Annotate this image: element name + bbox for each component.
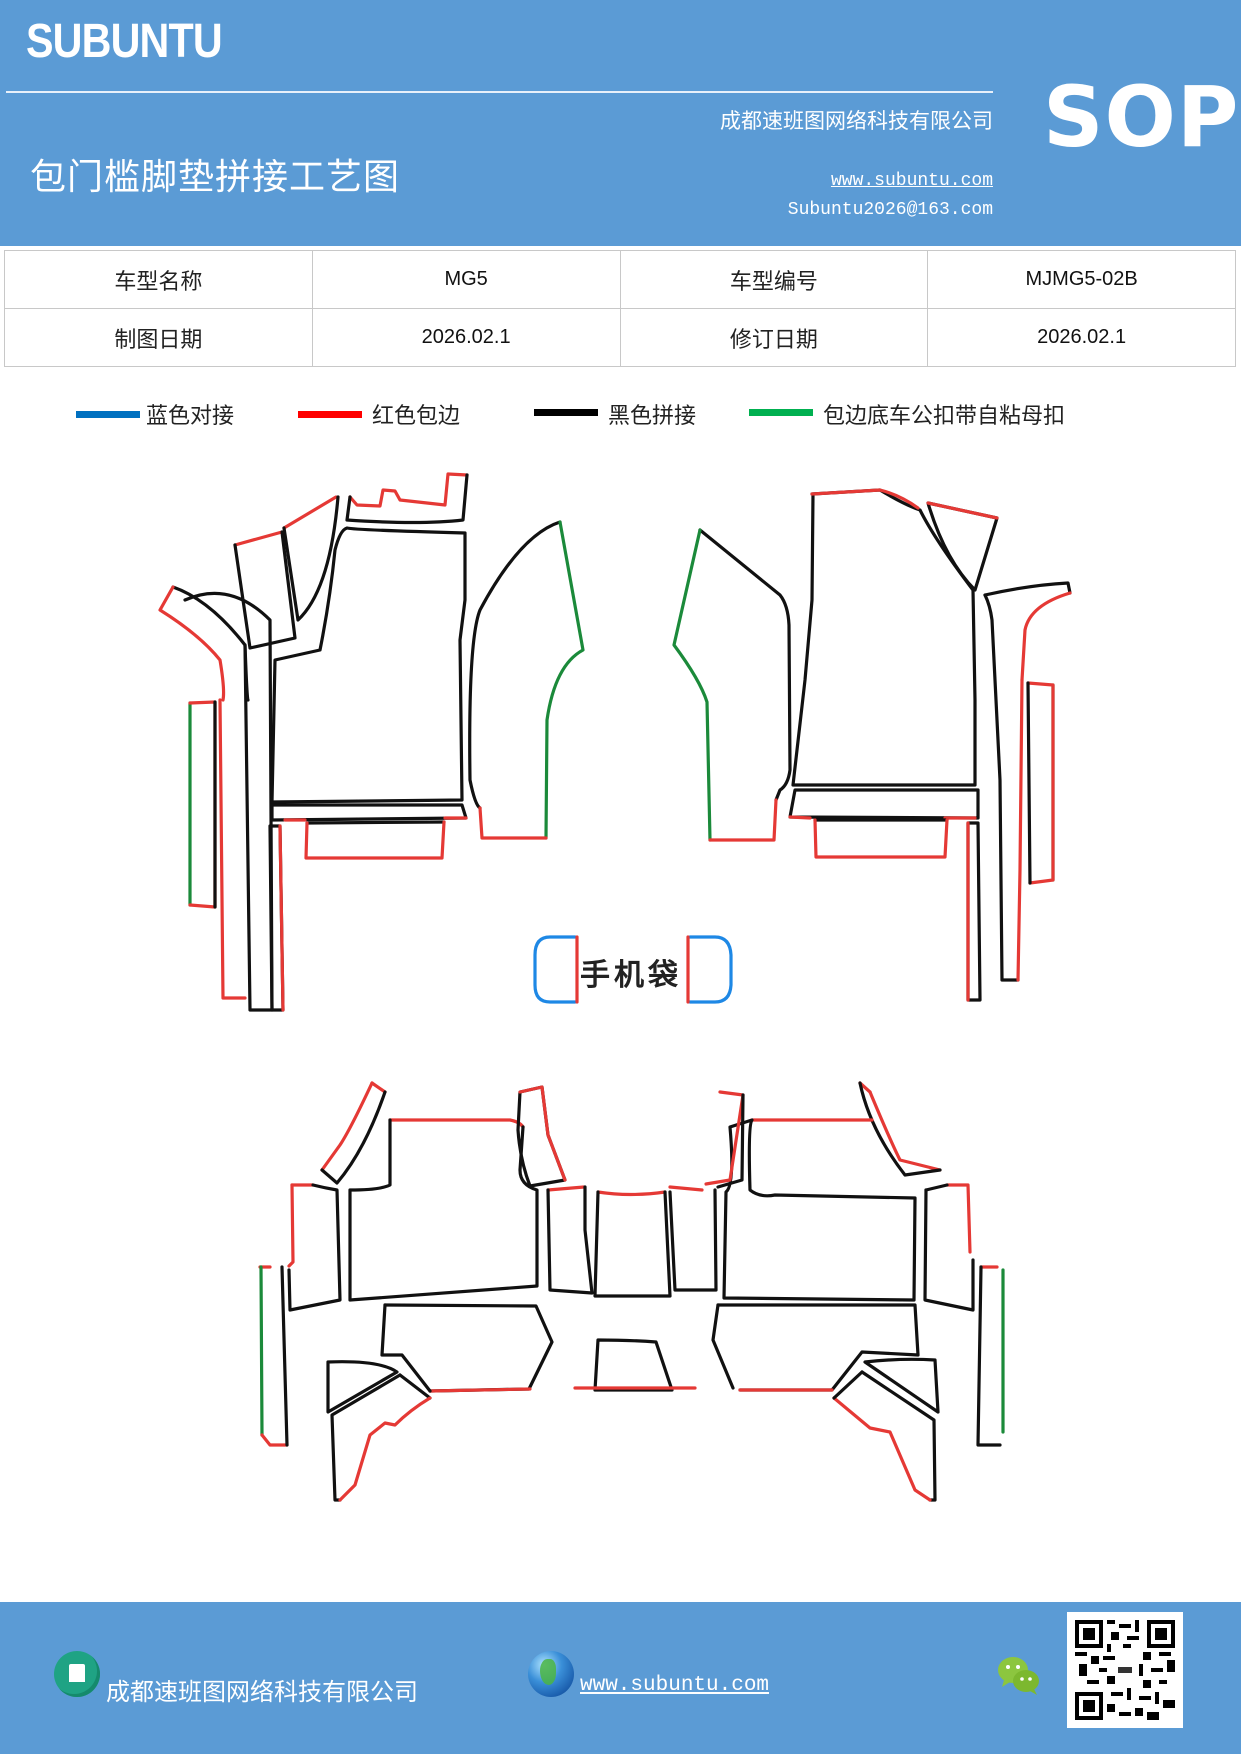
legend-item-blue: 蓝色对接 <box>76 400 234 437</box>
footer-website-link[interactable]: www.subuntu.com <box>580 1674 770 1697</box>
company-name: 成都速班图网络科技有限公司 <box>720 109 993 133</box>
red-line-swatch <box>298 411 362 418</box>
revision-date-value: 2026.02.1 <box>927 308 1236 367</box>
qr-code <box>1067 1612 1183 1728</box>
table-row: 车型名称 MG5 车型编号 MJMG5-02B <box>4 250 1236 309</box>
email-address: Subuntu2026@163.com <box>787 200 993 220</box>
model-name-label: 车型名称 <box>4 250 313 309</box>
rear-mat-pieces <box>258 1081 1005 1502</box>
line-legend: 蓝色对接 红色包边 黑色拼接 包边底车公扣带自粘母扣 <box>0 400 1241 440</box>
legend-label: 红色包边 <box>372 404 461 429</box>
front-right-mat-pieces <box>672 488 1072 1002</box>
table-row: 制图日期 2026.02.1 修订日期 2026.02.1 <box>4 308 1236 367</box>
legend-item-red: 红色包边 <box>298 400 460 437</box>
sop-badge: SOP <box>1043 68 1240 166</box>
header-banner: SUBUNTU 包门槛脚垫拼接工艺图 成都速班图网络科技有限公司 www.sub… <box>0 0 1241 246</box>
phone-pocket-label: 手机袋 <box>580 958 682 993</box>
front-left-mat-pieces <box>158 472 585 1012</box>
globe-icon <box>528 1651 574 1697</box>
model-code-value: MJMG5-02B <box>927 250 1236 309</box>
legend-label: 蓝色对接 <box>146 404 235 429</box>
draw-date-value: 2026.02.1 <box>311 308 621 367</box>
footer-banner: 成都速班图网络科技有限公司 www.subuntu.com <box>0 1602 1241 1754</box>
black-line-swatch <box>534 409 598 416</box>
revision-date-label: 修订日期 <box>619 308 929 367</box>
green-line-swatch <box>749 409 813 416</box>
building-icon <box>54 1651 100 1697</box>
brand-logo: SUBUNTU <box>26 15 223 68</box>
draw-date-label: 制图日期 <box>4 308 313 367</box>
legend-label: 黑色拼接 <box>608 404 697 429</box>
model-name-value: MG5 <box>311 250 621 309</box>
legend-label: 包边底车公扣带自粘母扣 <box>823 404 1066 429</box>
legend-item-green: 包边底车公扣带自粘母扣 <box>749 400 1065 437</box>
page-title: 包门槛脚垫拼接工艺图 <box>30 157 401 198</box>
wechat-icon <box>998 1657 1039 1695</box>
footer-company-name: 成都速班图网络科技有限公司 <box>106 1678 418 1706</box>
website-link[interactable]: www.subuntu.com <box>830 171 993 191</box>
header-divider <box>6 91 993 93</box>
blue-line-swatch <box>76 411 140 418</box>
model-code-label: 车型编号 <box>619 250 929 309</box>
legend-item-black: 黑色拼接 <box>534 400 696 437</box>
vehicle-info-table: 车型名称 MG5 车型编号 MJMG5-02B 制图日期 2026.02.1 修… <box>4 250 1236 367</box>
